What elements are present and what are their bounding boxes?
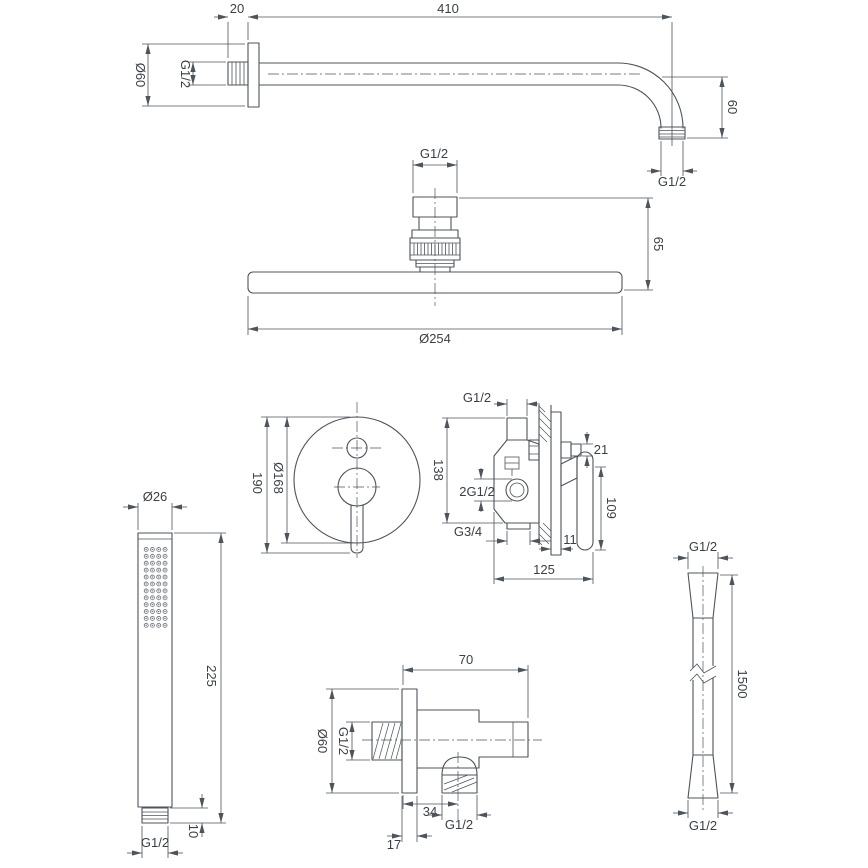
mixer-connector-body [560, 441, 572, 459]
dim-head-inlet-thread: G1/2 [420, 146, 448, 161]
mixer-bottom-port [506, 522, 531, 530]
outlet-inlet-thread [371, 721, 403, 761]
outlet-dome [441, 756, 478, 776]
dim-hose-length: 1500 [735, 670, 750, 699]
dim-mixer-overall-depth: 125 [533, 562, 555, 577]
dim-arm-offset: 20 [230, 1, 244, 16]
outlet-plate [401, 688, 418, 794]
hose-tube [692, 618, 714, 755]
hand-shower-drawing: Ø26 225 10 G1/2 [123, 489, 226, 858]
dim-mixer-plate-projection: 11 [563, 532, 577, 547]
dim-arm-drop-height: 60 [725, 100, 740, 114]
dim-outlet-projection: 70 [459, 652, 473, 667]
dim-mixer-top-thread: G1/2 [463, 390, 491, 405]
arm-flange [247, 42, 260, 108]
dim-outlet-inlet-thread: G1/2 [336, 727, 351, 755]
dim-outlet-offset: 34 [423, 804, 437, 819]
dim-arm-outlet-thread: G1/2 [658, 174, 686, 189]
outlet-body [417, 709, 529, 769]
dim-hand-shower-diameter: Ø26 [143, 489, 168, 504]
dim-hand-shower-length: 225 [204, 665, 219, 687]
mixer-escutcheon-plate [550, 411, 562, 556]
dim-hose-top-thread: G1/2 [689, 539, 717, 554]
hose-bottom-fitting [687, 754, 719, 799]
hose-break-line [689, 663, 717, 674]
dim-head-diameter: Ø254 [419, 331, 451, 346]
dim-mixer-inlet-threads: 2G1/2 [459, 484, 494, 499]
dim-mixer-side-outlet: 21 [594, 442, 608, 457]
dim-mixer-handle-length: 109 [604, 497, 619, 519]
dim-head-height: 65 [651, 237, 666, 251]
wall-outlet-drawing: 70 Ø60 G1/2 34 G1/2 17 [315, 652, 542, 852]
overhead-shower-drawing: G1/2 65 Ø254 [247, 146, 666, 346]
shower-hose-drawing: G1/2 1500 G1/2 [673, 539, 750, 833]
mixer-side-lever-neck [560, 455, 578, 487]
mixer-front-port [505, 478, 529, 502]
outlet-outlet-thread [441, 774, 478, 794]
dim-hand-shower-collar: 10 [186, 824, 201, 838]
dim-hose-bottom-thread: G1/2 [689, 818, 717, 833]
dim-hand-shower-thread: G1/2 [141, 835, 169, 850]
mixer-front-view: 190 Ø168 [250, 402, 421, 558]
mixer-top-port [506, 417, 528, 441]
dim-arm-length: 410 [437, 1, 459, 16]
dim-arm-flange-diameter: Ø60 [133, 63, 148, 88]
dim-outlet-plate-diameter: Ø60 [315, 729, 330, 754]
mixer-lever [350, 505, 364, 554]
dim-mixer-bottom-thread: G3/4 [454, 524, 482, 539]
arm-tube-outer [259, 62, 684, 129]
mixer-connector-nut [528, 439, 540, 461]
dim-mixer-body-height: 138 [431, 459, 446, 481]
dim-arm-wall-thread: G1/2 [178, 60, 193, 88]
dim-outlet-outlet-thread: G1/2 [445, 817, 473, 832]
hand-shower-spray-face [143, 546, 169, 629]
dim-mixer-plate-diameter: Ø168 [271, 462, 286, 494]
hand-shower-body [137, 532, 173, 808]
mixer-side-view: G1/2 138 21 2G1/2 G3/4 109 11 125 [431, 390, 619, 584]
arm-wall-thread [227, 61, 249, 86]
mixer-side-lever [576, 451, 594, 551]
dim-mixer-overall-height: 190 [250, 472, 265, 494]
shower-arm-drawing: 20 410 Ø60 G1/2 60 G1/2 [133, 1, 740, 189]
arm-tube-inner [259, 84, 662, 129]
dim-outlet-plate-depth: 17 [387, 837, 401, 852]
mixer-body [493, 439, 540, 524]
